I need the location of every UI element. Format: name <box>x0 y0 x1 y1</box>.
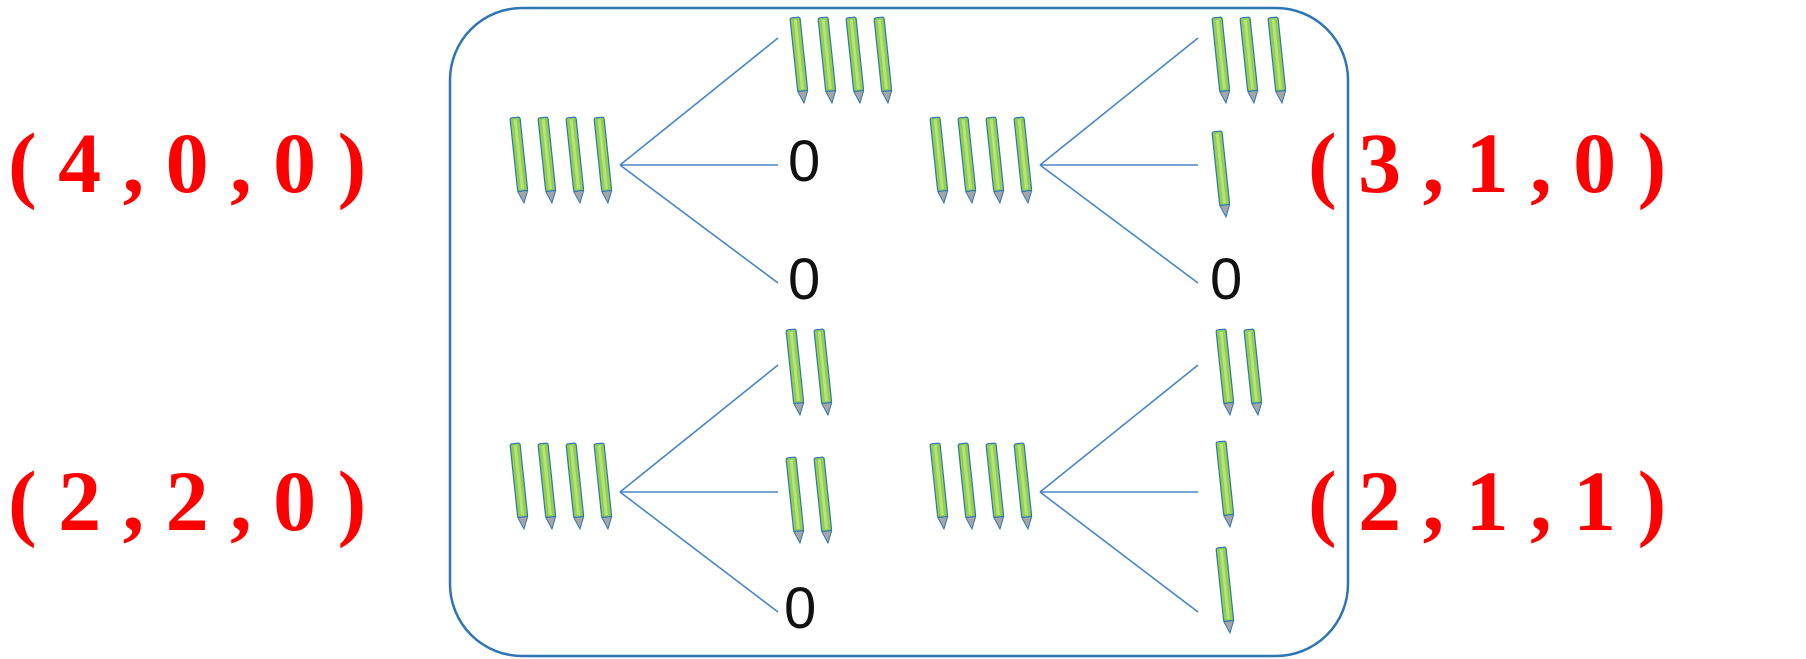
pencil-icon <box>813 328 833 417</box>
branch-line <box>1039 37 1199 166</box>
pencil-icon <box>1211 130 1231 219</box>
pencil-icon <box>957 442 977 531</box>
pencil-icon <box>985 442 1005 531</box>
pencil-icon <box>537 116 557 205</box>
pencil-icon <box>593 442 613 531</box>
pencil-icon <box>1013 116 1033 205</box>
pencil-icon <box>873 16 893 105</box>
pencil-icon <box>813 456 833 545</box>
pencil-icon <box>1215 440 1235 529</box>
pencil-icon <box>1211 16 1231 105</box>
zero-label: 0 <box>788 129 821 194</box>
frame-box <box>448 6 1350 658</box>
tuple-bottom-right: ( 2 , 1 , 1 ) <box>1308 453 1667 549</box>
branch-line <box>1039 364 1199 493</box>
pencil-icon <box>1267 16 1287 105</box>
pencil-icon <box>1215 546 1235 635</box>
tuple-top-right: ( 3 , 1 , 0 ) <box>1308 115 1667 211</box>
tuple-top-left: ( 4 , 0 , 0 ) <box>8 115 367 211</box>
branch-line <box>619 37 779 166</box>
branch-line <box>619 491 779 613</box>
pencil-icon <box>929 116 949 205</box>
pencil-icon <box>593 116 613 205</box>
branch-line <box>1039 491 1199 613</box>
pencil-icon <box>537 442 557 531</box>
tuple-bottom-left: ( 2 , 2 , 0 ) <box>8 453 367 549</box>
pencil-icon <box>785 328 805 417</box>
pencil-icon <box>845 16 865 105</box>
pencil-icon <box>1215 328 1235 417</box>
pencil-icon <box>929 442 949 531</box>
pencil-icon <box>509 442 529 531</box>
pencil-icon <box>1239 16 1259 105</box>
pencil-icon <box>785 456 805 545</box>
pencil-icon <box>565 442 585 531</box>
zero-label: 0 <box>784 576 817 641</box>
pencil-icon <box>565 116 585 205</box>
branch-lines <box>619 37 1199 613</box>
branch-line <box>1039 164 1199 284</box>
pencil-icon <box>1243 328 1263 417</box>
pencil-icon <box>509 116 529 205</box>
pencil-icon <box>985 116 1005 205</box>
pencil-icon <box>957 116 977 205</box>
zero-label: 0 <box>788 247 821 312</box>
branch-line <box>619 364 779 493</box>
pencil-groups <box>509 16 1287 635</box>
branch-line <box>619 164 779 284</box>
pencil-icon <box>1013 442 1033 531</box>
pencil-icon <box>817 16 837 105</box>
zero-label: 0 <box>1210 247 1243 312</box>
pencil-icon <box>789 16 809 105</box>
